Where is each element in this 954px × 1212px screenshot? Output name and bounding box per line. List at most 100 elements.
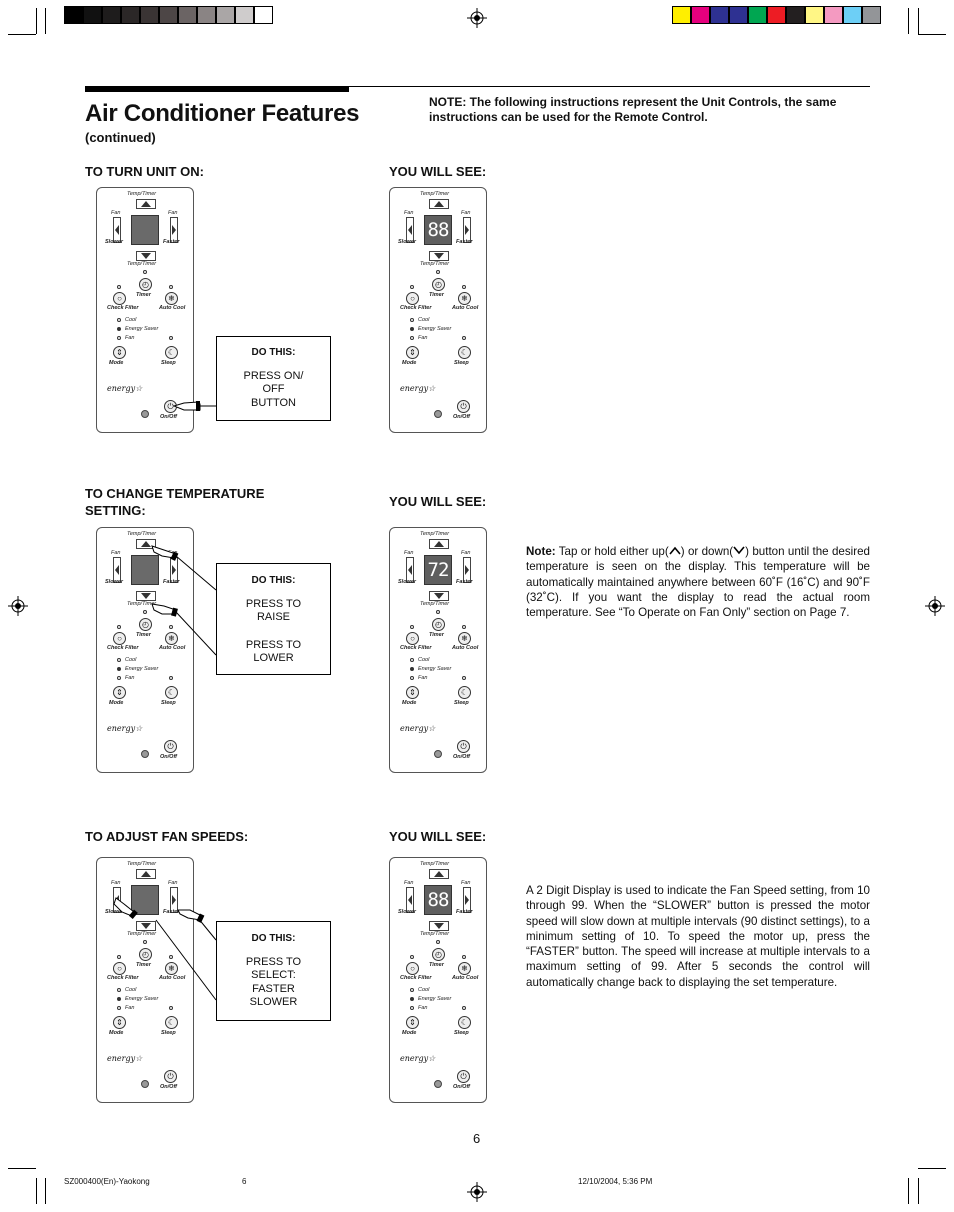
auto-cool-button[interactable]: ❄ bbox=[458, 962, 471, 975]
temp-down-button[interactable] bbox=[136, 921, 156, 931]
color-swatch bbox=[710, 6, 729, 24]
faster-label: Faster bbox=[163, 579, 180, 585]
timer-button[interactable]: ◴ bbox=[432, 618, 445, 631]
mode-button[interactable]: ⇕ bbox=[113, 686, 126, 699]
on-off-button[interactable]: ⏻ bbox=[164, 1070, 177, 1083]
check-filter-indicator-light bbox=[117, 285, 121, 289]
faster-button[interactable] bbox=[463, 887, 471, 913]
sleep-button[interactable]: ☾ bbox=[458, 346, 471, 359]
note-text-2: ) or down( bbox=[680, 545, 734, 558]
mode-button[interactable]: ⇕ bbox=[113, 346, 126, 359]
auto-cool-button[interactable]: ❄ bbox=[458, 632, 471, 645]
timer-button[interactable]: ◴ bbox=[139, 618, 152, 631]
timer-indicator-light bbox=[436, 610, 440, 614]
slower-button[interactable] bbox=[113, 557, 121, 583]
crop-mark bbox=[45, 1178, 46, 1204]
cool-label: Cool bbox=[418, 317, 430, 323]
energy-star-logo: energy☆ bbox=[400, 724, 436, 733]
temp-down-button[interactable] bbox=[429, 591, 449, 601]
auto-cool-button[interactable]: ❄ bbox=[165, 292, 178, 305]
gray-swatch bbox=[140, 6, 159, 24]
sleep-label: Sleep bbox=[454, 1030, 469, 1036]
sleep-indicator-light bbox=[462, 676, 466, 680]
slower-button[interactable] bbox=[406, 557, 414, 583]
timer-indicator-light bbox=[143, 270, 147, 274]
mode-button[interactable]: ⇕ bbox=[406, 346, 419, 359]
auto-cool-button[interactable]: ❄ bbox=[165, 632, 178, 645]
power-indicator-light bbox=[141, 1080, 149, 1088]
cool-mode-light bbox=[410, 318, 414, 322]
temp-up-button[interactable] bbox=[136, 869, 156, 879]
temp-down-button[interactable] bbox=[429, 921, 449, 931]
temp-up-button[interactable] bbox=[136, 199, 156, 209]
slower-label: Slower bbox=[398, 579, 417, 585]
timer-button[interactable]: ◴ bbox=[139, 948, 152, 961]
sleep-button[interactable]: ☾ bbox=[165, 686, 178, 699]
slower-button[interactable] bbox=[113, 217, 121, 243]
page-title: Air Conditioner Features bbox=[85, 100, 360, 127]
check-filter-button[interactable]: ○ bbox=[406, 632, 419, 645]
energy-saver-mode-light bbox=[410, 327, 414, 331]
energy-saver-mode-light bbox=[117, 327, 121, 331]
sleep-button[interactable]: ☾ bbox=[458, 686, 471, 699]
check-filter-button[interactable]: ○ bbox=[113, 292, 126, 305]
top-note: NOTE: The following instructions represe… bbox=[429, 95, 837, 124]
mode-button[interactable]: ⇕ bbox=[113, 1016, 126, 1029]
faster-button[interactable] bbox=[463, 557, 471, 583]
faster-button[interactable] bbox=[170, 217, 178, 243]
slower-button[interactable] bbox=[406, 887, 414, 913]
sleep-button[interactable]: ☾ bbox=[165, 346, 178, 359]
slower-label: Slower bbox=[105, 579, 124, 585]
temp-timer-label: Temp/Timer bbox=[127, 601, 157, 607]
timer-button[interactable]: ◴ bbox=[432, 278, 445, 291]
faster-button[interactable] bbox=[170, 887, 178, 913]
crop-mark bbox=[8, 1168, 36, 1169]
mode-button[interactable]: ⇕ bbox=[406, 1016, 419, 1029]
faster-button[interactable] bbox=[463, 217, 471, 243]
on-off-button[interactable]: ⏻ bbox=[457, 400, 470, 413]
timer-button[interactable]: ◴ bbox=[432, 948, 445, 961]
energy-star-logo: energy☆ bbox=[107, 384, 143, 393]
faster-label: Faster bbox=[163, 239, 180, 245]
gray-swatch bbox=[159, 6, 178, 24]
auto-cool-button[interactable]: ❄ bbox=[458, 292, 471, 305]
on-off-button[interactable]: ⏻ bbox=[457, 740, 470, 753]
temp-timer-label: Temp/Timer bbox=[420, 601, 450, 607]
check-filter-button[interactable]: ○ bbox=[113, 632, 126, 645]
check-filter-button[interactable]: ○ bbox=[406, 292, 419, 305]
cool-mode-light bbox=[117, 658, 121, 662]
temp-down-button[interactable] bbox=[136, 591, 156, 601]
do-this-box: DO THIS: PRESS ON/ OFF BUTTON bbox=[216, 336, 331, 421]
mode-button[interactable]: ⇕ bbox=[406, 686, 419, 699]
crop-mark bbox=[36, 1178, 37, 1204]
temp-down-button[interactable] bbox=[136, 251, 156, 261]
check-filter-button[interactable]: ○ bbox=[406, 962, 419, 975]
slower-label: Slower bbox=[398, 909, 417, 915]
cool-mode-light bbox=[410, 658, 414, 662]
slower-button[interactable] bbox=[406, 217, 414, 243]
mode-label: Mode bbox=[402, 360, 417, 366]
temp-up-button[interactable] bbox=[136, 539, 156, 549]
energy-saver-label: Energy Saver bbox=[418, 326, 452, 332]
sleep-button[interactable]: ☾ bbox=[165, 1016, 178, 1029]
check-filter-button[interactable]: ○ bbox=[113, 962, 126, 975]
check-filter-label: Check Filter bbox=[400, 975, 432, 981]
sleep-button[interactable]: ☾ bbox=[458, 1016, 471, 1029]
fan-mode-light bbox=[117, 676, 121, 680]
auto-cool-label: Auto Cool bbox=[159, 975, 186, 981]
chevron-up-icon bbox=[669, 546, 681, 555]
temp-up-button[interactable] bbox=[429, 869, 449, 879]
do-this-instruction-raise: PRESS TO RAISE bbox=[245, 597, 302, 624]
color-swatch bbox=[862, 6, 881, 24]
crop-mark bbox=[36, 8, 37, 34]
auto-cool-button[interactable]: ❄ bbox=[165, 962, 178, 975]
on-off-button[interactable]: ⏻ bbox=[457, 1070, 470, 1083]
auto-cool-label: Auto Cool bbox=[159, 305, 186, 311]
timer-button[interactable]: ◴ bbox=[139, 278, 152, 291]
on-off-button[interactable]: ⏻ bbox=[164, 740, 177, 753]
temp-up-button[interactable] bbox=[429, 199, 449, 209]
temp-up-button[interactable] bbox=[429, 539, 449, 549]
temp-down-button[interactable] bbox=[429, 251, 449, 261]
timer-label: Timer bbox=[429, 962, 444, 968]
registration-mark-icon bbox=[467, 8, 487, 28]
